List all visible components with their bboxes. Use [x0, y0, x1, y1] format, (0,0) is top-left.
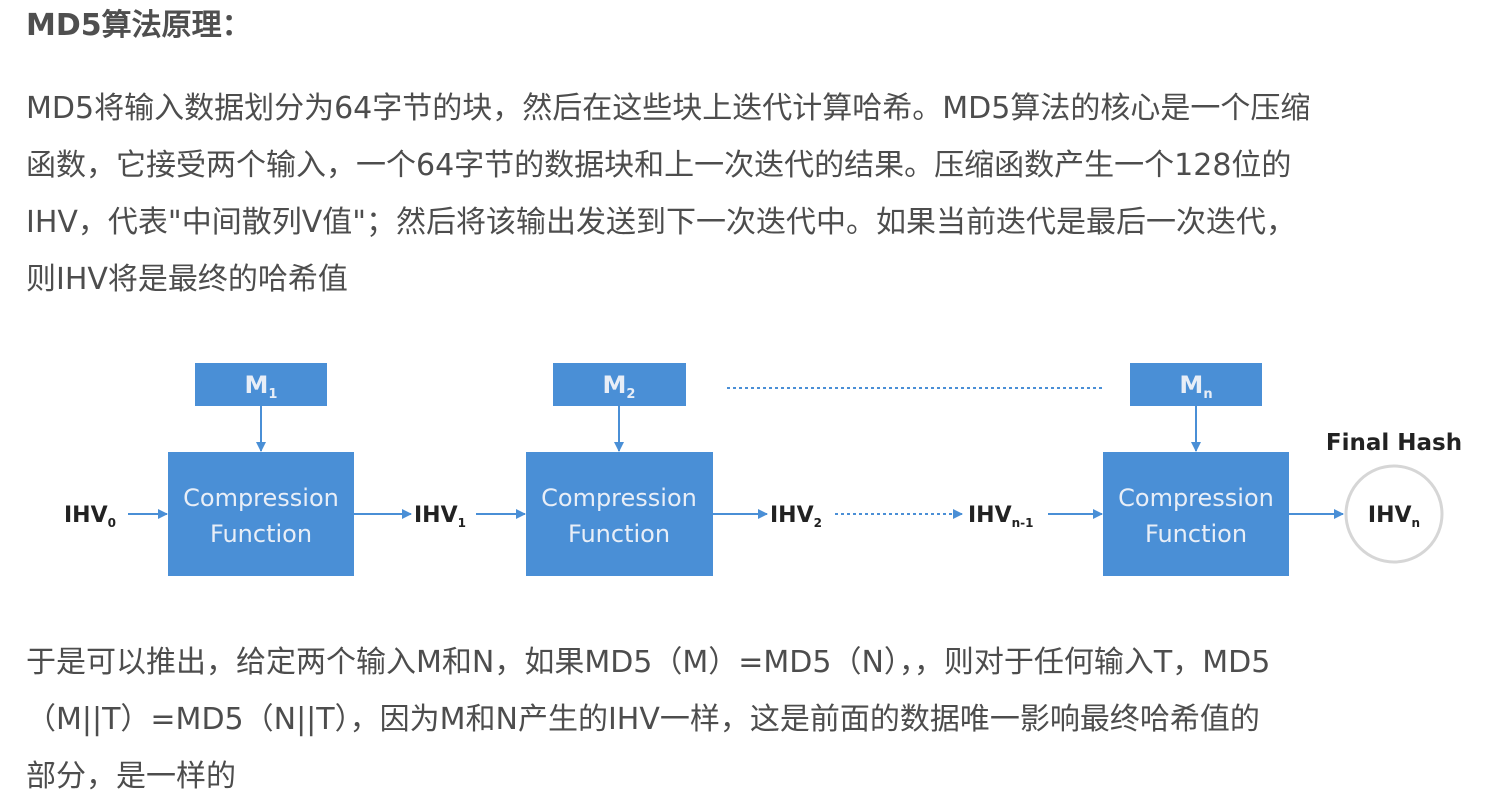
conclusion-line: （M||T）=MD5（N||T），因为M和N产生的IHV一样，这是前面的数据唯一…	[26, 702, 1260, 737]
box-line-2: Function	[568, 520, 670, 548]
box-line-1: Compression	[541, 484, 697, 512]
section-heading: MD5算法原理：	[26, 8, 252, 43]
box-line-2: Function	[210, 520, 312, 548]
message-block-sub: n	[1203, 387, 1212, 402]
box-line-1: Compression	[183, 484, 339, 512]
intro-paragraph: MD5将输入数据划分为64字节的块，然后在这些块上迭代计算哈希。MD5算法的核心…	[26, 80, 1486, 308]
ihv-n-1-label: IHVn-1	[968, 503, 1034, 530]
svg-text:Mn: Mn	[1179, 371, 1212, 402]
svg-text:M2: M2	[603, 371, 636, 402]
compression-function-2: Compression Function	[526, 452, 713, 576]
ihv-n-label: IHVn	[1368, 503, 1420, 530]
intro-line: IHV，代表"中间散列V值"；然后将该输出发送到下一次迭代中。如果当前迭代是最后…	[26, 205, 1297, 240]
message-block-2: M2	[553, 363, 686, 406]
final-hash-label: Final Hash	[1326, 430, 1462, 456]
svg-text:M1: M1	[245, 371, 278, 402]
box-line-1: Compression	[1118, 484, 1274, 512]
intro-line: 则IHV将是最终的哈希值	[26, 262, 348, 297]
box-line-2: Function	[1145, 520, 1247, 548]
compression-function-n: Compression Function	[1103, 452, 1289, 576]
intro-line: 函数，它接受两个输入，一个64字节的数据块和上一次迭代的结果。压缩函数产生一个1…	[26, 148, 1292, 183]
message-block-label: M	[603, 371, 627, 399]
message-block-n: Mn	[1130, 363, 1262, 406]
conclusion-paragraph: 于是可以推出，给定两个输入M和N，如果MD5（M）=MD5（N），，则对于任何输…	[26, 634, 1486, 805]
conclusion-line: 部分，是一样的	[26, 759, 236, 794]
message-block-label: M	[245, 371, 269, 399]
message-block-1: M1	[195, 363, 327, 406]
message-block-sub: 2	[626, 387, 635, 402]
ihv-0-label: IHV0	[64, 503, 116, 530]
conclusion-line: 于是可以推出，给定两个输入M和N，如果MD5（M）=MD5（N），，则对于任何输…	[26, 645, 1271, 680]
message-block-sub: 1	[268, 387, 277, 402]
intro-line: MD5将输入数据划分为64字节的块，然后在这些块上迭代计算哈希。MD5算法的核心…	[26, 91, 1311, 126]
message-block-label: M	[1179, 371, 1203, 399]
compression-function-1: Compression Function	[168, 452, 354, 576]
md5-diagram: M1 M2 Mn Compression Function	[30, 330, 1492, 608]
final-hash-circle	[1344, 464, 1444, 564]
ihv-1-label: IHV1	[414, 503, 466, 530]
ihv-2-label: IHV2	[770, 503, 822, 530]
